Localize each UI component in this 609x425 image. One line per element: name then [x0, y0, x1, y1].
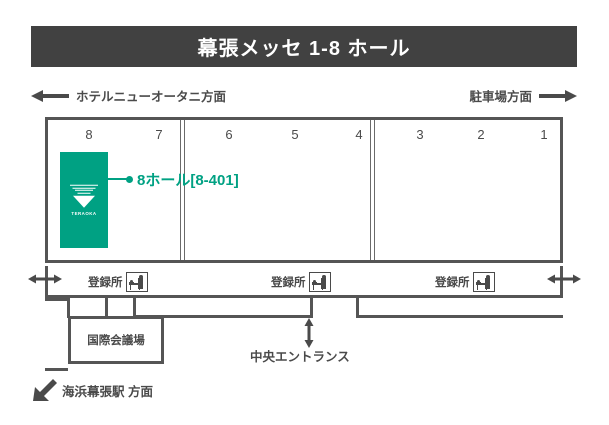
conference-hall-block[interactable]: 国際会議場 — [68, 316, 164, 364]
conference-hall-label: 国際会議場 — [87, 335, 145, 347]
hall-divider-2 — [370, 120, 375, 260]
wall-station-edge — [45, 368, 68, 371]
wall-lower-left-a — [45, 298, 70, 301]
wall-conf-neck-right — [133, 298, 136, 318]
direction-right: 駐車場方面 — [469, 86, 577, 105]
double-arrow-horizontal-icon-left — [28, 274, 62, 284]
direction-left: ホテルニューオータニ方面 — [31, 86, 226, 105]
hall-number-8: 8 — [85, 127, 93, 142]
logo-triangle — [73, 195, 95, 208]
hall-number-2: 2 — [477, 127, 485, 142]
direction-left-label: ホテルニューオータニ方面 — [76, 90, 227, 104]
teraoka-logo-icon: TERAOKA — [66, 184, 102, 216]
central-entrance-label: 中央エントランス — [250, 350, 350, 364]
registration-label: 登録所 — [88, 277, 123, 289]
registration-label: 登録所 — [435, 277, 470, 289]
map-title-bar: 幕張メッセ 1-8 ホール — [31, 26, 577, 67]
reception-desk-icon — [125, 272, 148, 292]
wall-entrance-left — [310, 298, 313, 318]
reception-desk-icon — [308, 272, 331, 292]
hall-number-3: 3 — [416, 127, 424, 142]
double-arrow-vertical-icon — [304, 318, 314, 348]
wall-conf-neck-left — [105, 298, 108, 318]
hall-number-5: 5 — [291, 127, 299, 142]
registration-point-west[interactable]: 登録所 — [88, 269, 148, 295]
wall-lower-left-b — [67, 298, 70, 318]
registration-point-center[interactable]: 登録所 — [271, 269, 331, 295]
booth-block[interactable]: TERAOKA — [60, 152, 108, 248]
callout-leader-line — [108, 178, 127, 180]
direction-row: ホテルニューオータニ方面 駐車場方面 — [31, 86, 577, 108]
registration-label: 登録所 — [271, 277, 306, 289]
wall-entrance-right — [356, 298, 359, 318]
arrow-right-icon — [539, 89, 577, 102]
hall-number-6: 6 — [225, 127, 233, 142]
wall-plaza-top-left — [133, 315, 313, 318]
logo-stripes — [70, 184, 98, 195]
page-title: 幕張メッセ 1-8 ホール — [197, 38, 411, 60]
arrow-left-icon — [31, 89, 69, 102]
arrow-diagonal-down-left-icon — [33, 379, 57, 401]
hall-divider-1 — [180, 120, 185, 260]
logo-wordmark: TERAOKA — [71, 210, 97, 216]
hall-number-7: 7 — [155, 127, 163, 142]
hall-number-4: 4 — [355, 127, 363, 142]
direction-right-label: 駐車場方面 — [469, 90, 532, 104]
callout-dot — [126, 175, 133, 183]
double-arrow-horizontal-icon-right — [547, 274, 581, 284]
station-direction-label: 海浜幕張駅 方面 — [62, 384, 153, 399]
wall-plaza-top-right — [356, 315, 563, 318]
booth-callout: 8ホール[8-401] — [108, 170, 239, 189]
reception-desk-icon — [472, 272, 495, 292]
registration-point-east[interactable]: 登録所 — [435, 269, 495, 295]
booth-label: 8ホール[8-401] — [137, 171, 239, 189]
hall-area: 8 7 6 5 4 3 2 1 — [45, 117, 563, 263]
station-direction: 海浜幕張駅 方面 — [32, 378, 153, 402]
hall-number-1: 1 — [540, 127, 548, 142]
